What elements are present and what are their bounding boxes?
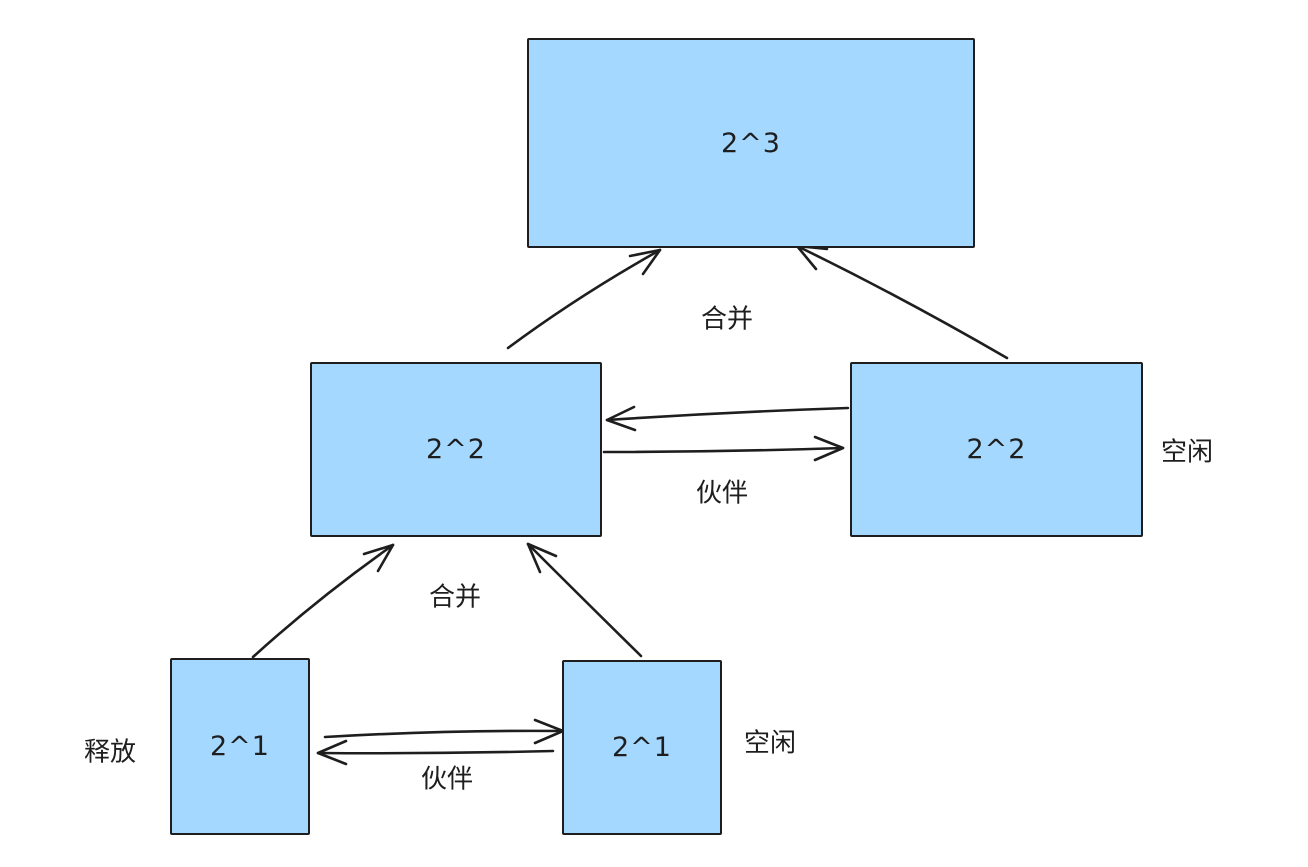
node-2pow2-right-label: 2^2	[966, 434, 1027, 465]
label-free-mid: 空闲	[1160, 437, 1214, 468]
node-2pow2-right: 2^2	[850, 362, 1143, 537]
label-free-bottom: 空闲	[743, 728, 797, 759]
node-2pow1-left: 2^1	[170, 658, 310, 835]
arrow-merge-bottom-right	[526, 542, 643, 658]
arrow-buddy-mid-leftward	[605, 405, 850, 432]
node-2pow1-right: 2^1	[562, 660, 722, 835]
arrow-merge-top-right	[795, 244, 1009, 360]
label-merge-bottom: 合并	[428, 582, 482, 613]
label-buddy-mid: 伙伴	[695, 478, 749, 509]
node-2pow1-right-label: 2^1	[612, 732, 672, 763]
label-merge-top: 合并	[700, 304, 754, 335]
node-2pow2-left-label: 2^2	[426, 434, 486, 465]
arrow-merge-bottom-left	[251, 543, 395, 659]
node-2pow3: 2^3	[527, 38, 975, 248]
arrow-buddy-bottom-rightward	[323, 718, 565, 745]
arrow-buddy-mid-rightward	[602, 435, 845, 462]
label-release: 释放	[83, 737, 137, 768]
node-2pow2-left: 2^2	[310, 362, 602, 537]
label-buddy-bottom: 伙伴	[420, 764, 474, 795]
node-2pow1-left-label: 2^1	[210, 731, 270, 762]
arrow-merge-top-left	[506, 248, 662, 350]
node-2pow3-label: 2^3	[721, 127, 781, 159]
